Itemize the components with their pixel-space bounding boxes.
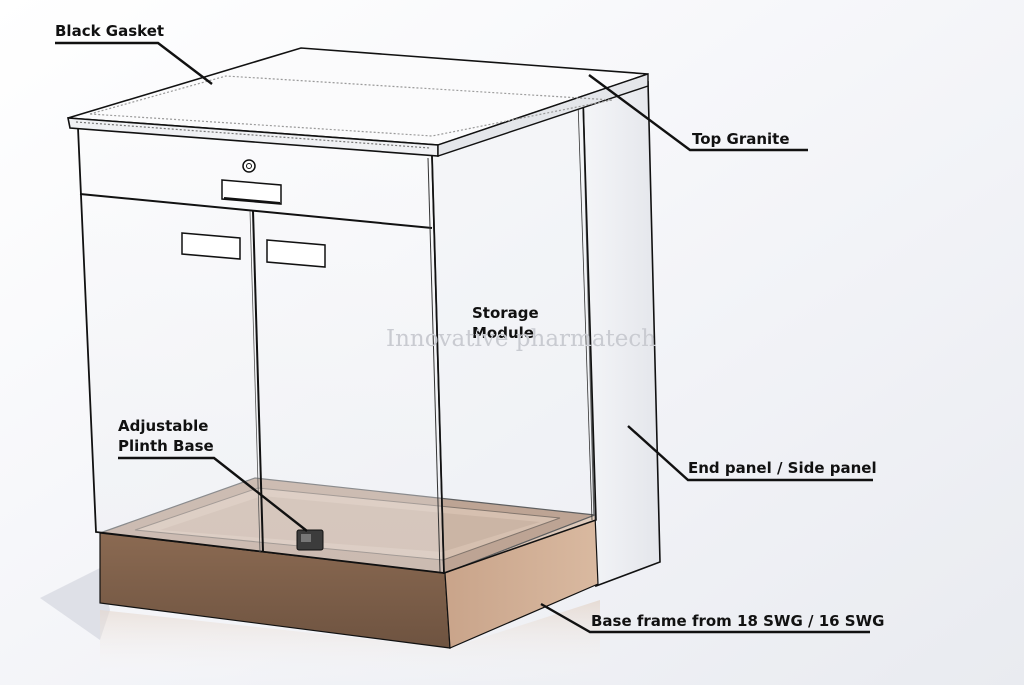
leader-plinth <box>118 456 308 532</box>
black-gasket <box>89 75 613 137</box>
label-plinth-line2: Plinth Base <box>118 437 214 455</box>
leader-lines <box>55 41 873 634</box>
label-end-panel: End panel / Side panel <box>688 459 877 477</box>
leader-base-frame <box>540 602 870 634</box>
leader-end-panel <box>627 425 873 482</box>
right-door-handle <box>266 239 326 268</box>
leader-black-gasket <box>55 41 213 85</box>
drawer-divider <box>79 193 433 229</box>
floor-shadow <box>40 568 110 640</box>
base-reflection <box>100 600 600 685</box>
label-base-frame: Base frame from 18 SWG / 16 SWG <box>591 612 885 630</box>
drawer-handle <box>221 179 282 205</box>
label-plinth-line1: Adjustable <box>118 417 209 435</box>
label-storage-module-line2: Module <box>472 324 534 342</box>
base-frame-right <box>444 514 599 649</box>
label-black-gasket: Black Gasket <box>55 22 165 40</box>
left-door-handle <box>181 232 241 260</box>
label-storage-module-line1: Storage <box>472 304 539 322</box>
label-top-granite: Top Granite <box>692 130 790 148</box>
lock-icon <box>242 159 256 173</box>
watermark: Innovative pharmatech <box>386 326 657 352</box>
leader-top-granite <box>588 74 808 152</box>
